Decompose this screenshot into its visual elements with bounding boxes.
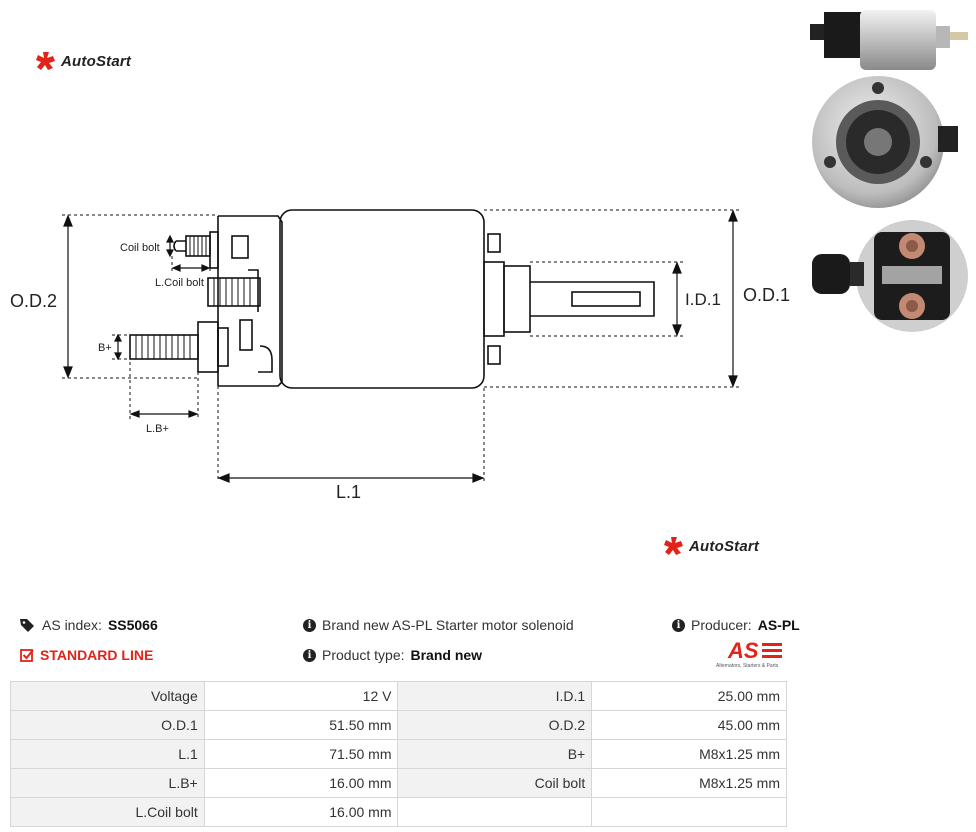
- spec-label: L.1: [10, 739, 205, 769]
- spec-value: 45.00 mm: [591, 710, 787, 740]
- info-icon: i: [303, 648, 316, 662]
- id1-label: I.D.1: [685, 290, 721, 309]
- product-description: i Brand new AS-PL Starter motor solenoid: [303, 617, 574, 633]
- od2-label: O.D.2: [10, 291, 57, 311]
- product-type-label: Product type:: [322, 647, 405, 663]
- spec-label: L.Coil bolt: [10, 797, 205, 827]
- spec-label: B+: [397, 739, 593, 769]
- as-index: AS index: SS5066: [20, 617, 158, 633]
- spec-label-empty: [397, 797, 593, 827]
- spec-value: M8x1.25 mm: [591, 768, 787, 798]
- spec-value: 25.00 mm: [591, 681, 787, 711]
- spec-label: O.D.2: [397, 710, 593, 740]
- standard-line-text: STANDARD LINE: [40, 647, 154, 663]
- info-icon: i: [672, 618, 685, 632]
- coil-bolt-thread: [189, 236, 207, 256]
- solenoid-technical-drawing: O.D.2 O.D.1 I.D.1 L.1 Coil bolt L.Coil b…: [10, 209, 790, 500]
- spec-label: Voltage: [10, 681, 205, 711]
- l-b-plus-label: L.B+: [146, 423, 169, 435]
- product-type: i Product type: Brand new: [303, 647, 482, 663]
- coil-bolt-label: Coil bolt: [120, 242, 160, 254]
- table-row: O.D.1 51.50 mm O.D.2 45.00 mm: [10, 710, 787, 740]
- autostart-logo-text: AutoStart: [61, 52, 132, 70]
- checkbox-checked-icon: [20, 649, 34, 662]
- spec-label: I.D.1: [397, 681, 593, 711]
- autostart-logo-secondary-text: AutoStart: [689, 537, 760, 555]
- info-icon: i: [303, 618, 316, 632]
- spec-value: 12 V: [203, 681, 399, 711]
- spec-value: 16.00 mm: [203, 768, 399, 798]
- as-index-value: SS5066: [107, 617, 158, 633]
- spec-label: Coil bolt: [397, 768, 593, 798]
- producer-label: Producer:: [691, 617, 752, 633]
- product-type-value: Brand new: [410, 647, 483, 663]
- spec-value: 51.50 mm: [203, 710, 399, 740]
- spec-value-empty: [591, 797, 787, 827]
- od1-label: O.D.1: [743, 285, 790, 305]
- product-description-text: Brand new AS-PL Starter motor solenoid: [322, 617, 574, 633]
- table-row: L.B+ 16.00 mm Coil bolt M8x1.25 mm: [10, 768, 787, 798]
- product-photo-front: [812, 76, 958, 208]
- autostart-logo-icon: [36, 52, 55, 70]
- autostart-logo-secondary: AutoStart: [664, 537, 759, 555]
- producer: i Producer: AS-PL: [672, 617, 800, 633]
- spec-value: M8x1.25 mm: [591, 739, 787, 769]
- as-pl-logo-tagline: Alternators, Starters & Parts: [716, 663, 779, 669]
- b-plus-label: B+: [98, 342, 112, 354]
- spec-label: O.D.1: [10, 710, 205, 740]
- spec-value: 71.50 mm: [203, 739, 399, 769]
- as-pl-logo: AS Alternators, Starters & Parts: [716, 640, 792, 672]
- table-row: L.Coil bolt 16.00 mm: [10, 797, 787, 827]
- tag-icon: [20, 619, 34, 632]
- product-photo-back: [812, 220, 968, 332]
- producer-value: AS-PL: [757, 617, 800, 633]
- as-pl-logo-text: AS: [728, 638, 759, 663]
- autostart-logo: AutoStart: [36, 52, 131, 70]
- spec-value: 16.00 mm: [203, 797, 399, 827]
- l-coil-bolt-label: L.Coil bolt: [155, 277, 204, 289]
- specs-table: Voltage 12 V I.D.1 25.00 mm O.D.1 51.50 …: [10, 681, 787, 827]
- table-row: Voltage 12 V I.D.1 25.00 mm: [10, 681, 787, 711]
- solenoid-body: [279, 209, 485, 389]
- autostart-logo-secondary-icon: [664, 537, 683, 555]
- spec-label: L.B+: [10, 768, 205, 798]
- l1-label: L.1: [336, 482, 361, 500]
- as-index-label: AS index:: [42, 617, 102, 633]
- table-row: L.1 71.50 mm B+ M8x1.25 mm: [10, 739, 787, 769]
- product-photo-side: [810, 10, 968, 70]
- standard-line: STANDARD LINE: [20, 647, 153, 663]
